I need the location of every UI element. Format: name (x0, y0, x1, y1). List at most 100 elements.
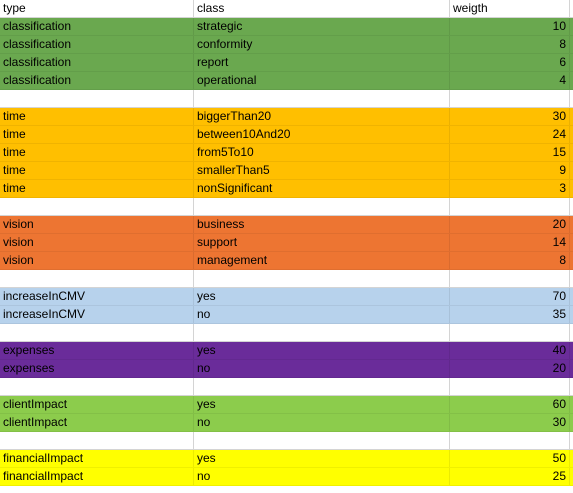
empty-cell[interactable] (194, 90, 450, 107)
empty-cell[interactable] (0, 270, 194, 287)
type-cell[interactable]: increaseInCMV (0, 306, 194, 323)
class-cell[interactable]: biggerThan20 (194, 108, 450, 125)
class-cell[interactable]: nonSignificant (194, 180, 450, 197)
type-cell[interactable]: vision (0, 252, 194, 269)
weight-cell[interactable]: 8 (450, 252, 570, 269)
type-cell[interactable]: expenses (0, 360, 194, 377)
class-cell[interactable]: yes (194, 342, 450, 359)
type-cell[interactable]: clientImpact (0, 396, 194, 413)
type-cell[interactable]: vision (0, 216, 194, 233)
type-cell[interactable]: financialImpact (0, 450, 194, 467)
empty-cell[interactable] (194, 270, 450, 287)
empty-cell[interactable] (0, 324, 194, 341)
type-cell[interactable]: time (0, 108, 194, 125)
type-cell[interactable]: increaseInCMV (0, 288, 194, 305)
class-cell[interactable]: from5To10 (194, 144, 450, 161)
weight-cell[interactable]: 20 (450, 360, 570, 377)
empty-cell[interactable] (450, 324, 570, 341)
class-cell[interactable]: yes (194, 396, 450, 413)
weight-cell[interactable]: 15 (450, 144, 570, 161)
type-cell[interactable]: time (0, 144, 194, 161)
weight-cell[interactable]: 24 (450, 126, 570, 143)
empty-cell[interactable] (194, 198, 450, 215)
class-cell[interactable]: management (194, 252, 450, 269)
empty-cell[interactable] (450, 90, 570, 107)
type-cell[interactable]: vision (0, 234, 194, 251)
class-cell[interactable]: operational (194, 72, 450, 89)
empty-cell[interactable] (0, 432, 194, 449)
header-class-cell[interactable]: class (194, 0, 450, 17)
type-cell[interactable]: clientImpact (0, 414, 194, 431)
weight-cell[interactable]: 10 (450, 18, 570, 35)
weight-cell[interactable]: 40 (450, 342, 570, 359)
empty-cell[interactable] (0, 378, 194, 395)
empty-cell[interactable] (450, 270, 570, 287)
weight-cell[interactable]: 20 (450, 216, 570, 233)
type-cell[interactable]: time (0, 126, 194, 143)
weight-cell[interactable]: 30 (450, 414, 570, 431)
type-cell[interactable]: time (0, 180, 194, 197)
type-cell[interactable]: classification (0, 36, 194, 53)
empty-cell[interactable] (194, 324, 450, 341)
type-cell[interactable]: financialImpact (0, 468, 194, 485)
weight-cell[interactable]: 25 (450, 468, 570, 485)
type-cell[interactable]: classification (0, 72, 194, 89)
weight-cell[interactable]: 3 (450, 180, 570, 197)
class-cell[interactable]: no (194, 414, 450, 431)
header-type-cell[interactable]: type (0, 0, 194, 17)
empty-row (0, 432, 573, 450)
weight-cell[interactable]: 70 (450, 288, 570, 305)
empty-cell[interactable] (0, 198, 194, 215)
weight-cell[interactable]: 35 (450, 306, 570, 323)
weight-cell[interactable]: 60 (450, 396, 570, 413)
empty-cell[interactable] (450, 378, 570, 395)
empty-cell[interactable] (450, 198, 570, 215)
class-cell[interactable]: support (194, 234, 450, 251)
empty-row (0, 270, 573, 288)
class-cell[interactable]: no (194, 306, 450, 323)
empty-row (0, 324, 573, 342)
class-cell[interactable]: yes (194, 450, 450, 467)
class-cell[interactable]: business (194, 216, 450, 233)
weight-cell[interactable]: 14 (450, 234, 570, 251)
empty-row (0, 198, 573, 216)
empty-cell[interactable] (0, 90, 194, 107)
empty-cell[interactable] (194, 432, 450, 449)
weight-cell[interactable]: 8 (450, 36, 570, 53)
class-cell[interactable]: yes (194, 288, 450, 305)
weight-cell[interactable]: 4 (450, 72, 570, 89)
type-cell[interactable]: classification (0, 54, 194, 71)
weight-cell[interactable]: 6 (450, 54, 570, 71)
class-cell[interactable]: conformity (194, 36, 450, 53)
weight-cell[interactable]: 30 (450, 108, 570, 125)
empty-cell[interactable] (450, 432, 570, 449)
type-cell[interactable]: classification (0, 18, 194, 35)
class-cell[interactable]: no (194, 360, 450, 377)
weight-cell[interactable]: 9 (450, 162, 570, 179)
class-cell[interactable]: smallerThan5 (194, 162, 450, 179)
weight-cell[interactable]: 50 (450, 450, 570, 467)
type-cell[interactable]: expenses (0, 342, 194, 359)
class-cell[interactable]: between10And20 (194, 126, 450, 143)
type-cell[interactable]: time (0, 162, 194, 179)
header-weight-cell[interactable]: weigth (450, 0, 570, 17)
class-cell[interactable]: no (194, 468, 450, 485)
empty-row (0, 90, 573, 108)
class-cell[interactable]: report (194, 54, 450, 71)
class-cell[interactable]: strategic (194, 18, 450, 35)
empty-cell[interactable] (194, 378, 450, 395)
